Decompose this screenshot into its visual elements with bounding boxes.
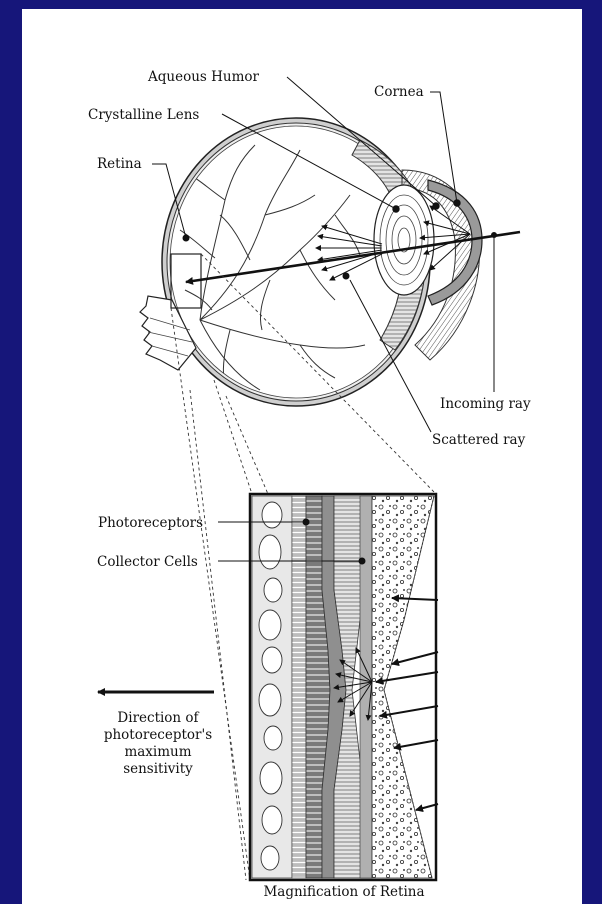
label-collector-cells: Collector Cells (97, 554, 198, 570)
label-crystalline-lens: Crystalline Lens (88, 107, 199, 123)
label-retina: Retina (97, 156, 142, 172)
label-direction-line3: maximum (124, 744, 191, 760)
label-scattered-ray: Scattered ray (432, 432, 526, 448)
label-aqueous-humor: Aqueous Humor (147, 69, 260, 85)
label-cornea: Cornea (374, 84, 424, 100)
label-direction-line2: photoreceptor's (104, 727, 212, 743)
label-photoreceptors: Photoreceptors (98, 515, 203, 531)
label-incoming-ray: Incoming ray (440, 396, 531, 412)
label-direction-line1: Direction of (117, 710, 199, 726)
label-magnification: Magnification of Retina (263, 884, 424, 900)
label-direction-line4: sensitivity (123, 761, 193, 777)
eyeball (140, 118, 520, 406)
